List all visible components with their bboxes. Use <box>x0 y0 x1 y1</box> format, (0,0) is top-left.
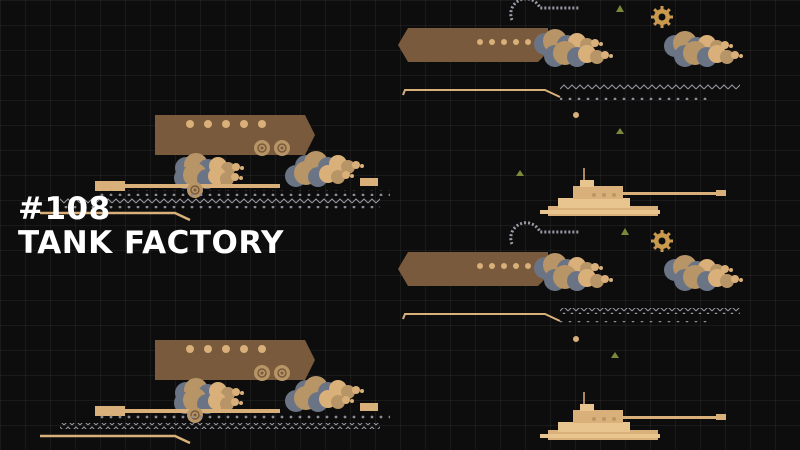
assembly-line-right-upper <box>398 0 743 118</box>
particles <box>516 5 629 358</box>
conveyor-icon <box>60 198 380 204</box>
gear-icon <box>651 6 673 28</box>
assembly-line-left-upper <box>40 115 390 222</box>
title-block: #108 TANK FACTORY <box>18 192 284 260</box>
title-number: #108 <box>18 191 111 227</box>
tank-icon <box>539 167 727 217</box>
hull-rivets <box>186 120 266 128</box>
tank-lower <box>539 391 727 441</box>
title-name: TANK FACTORY <box>18 225 284 261</box>
hull-icon <box>155 115 315 155</box>
wheel-icon <box>253 139 271 157</box>
assembly-line-left-lower <box>40 340 390 445</box>
assembly-line-right-lower <box>398 221 743 342</box>
tank-upper <box>539 167 727 217</box>
